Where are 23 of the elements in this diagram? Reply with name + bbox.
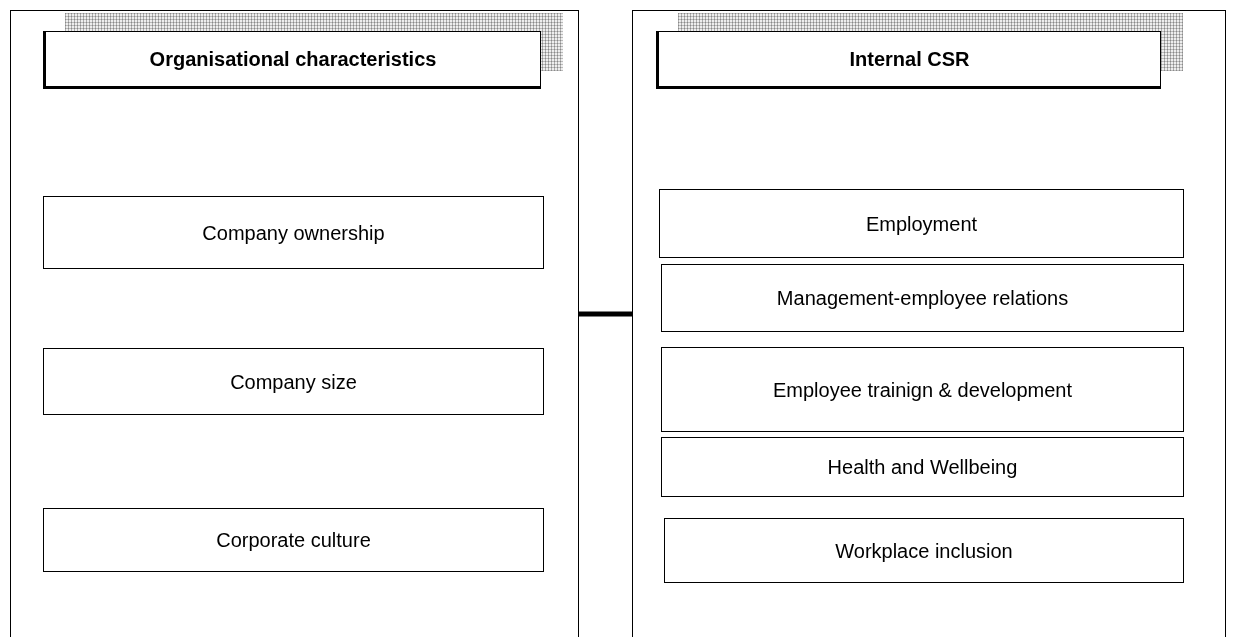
item-box bbox=[661, 437, 1184, 497]
item-box bbox=[661, 347, 1184, 432]
item-box bbox=[43, 196, 544, 269]
item-box bbox=[659, 189, 1184, 258]
item-text: Management-employee relations bbox=[776, 286, 1069, 311]
panel bbox=[10, 10, 579, 637]
header-box bbox=[43, 31, 541, 89]
item-text: Company size bbox=[230, 369, 357, 395]
item-text: Workplace inclusion bbox=[835, 538, 1013, 564]
item-text: Employment bbox=[865, 211, 978, 237]
item-box bbox=[664, 518, 1184, 583]
item-box bbox=[43, 508, 544, 572]
item-text: Corporate culture bbox=[216, 528, 371, 553]
item-box bbox=[661, 264, 1184, 332]
item-text: Company ownership bbox=[202, 220, 385, 246]
connector-line bbox=[579, 311, 632, 317]
item-text: Health and Wellbeing bbox=[827, 455, 1018, 480]
header-text: Organisational characteristics bbox=[149, 47, 437, 72]
header-text: Internal CSR bbox=[849, 47, 970, 72]
item-box bbox=[43, 348, 544, 415]
panel bbox=[632, 10, 1226, 637]
header-box bbox=[656, 31, 1161, 89]
item-text: Employee trainign & development bbox=[772, 377, 1073, 403]
